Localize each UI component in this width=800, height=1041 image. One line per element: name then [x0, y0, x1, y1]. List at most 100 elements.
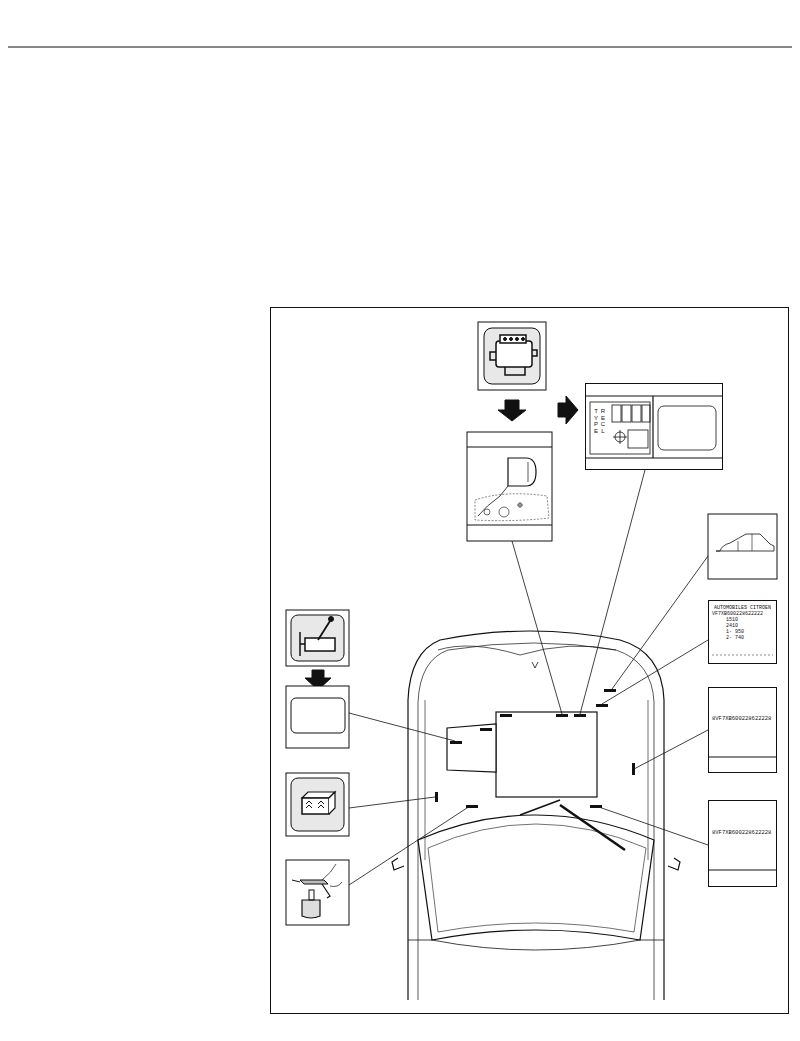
- vin-number: 8VF7XB600228622228: [712, 829, 773, 836]
- drawing-stroke: [305, 638, 335, 651]
- drawing-stroke: [585, 458, 723, 459]
- drawing-stroke: [302, 798, 329, 814]
- drawing-stroke: [612, 405, 621, 422]
- drawing-stroke: [574, 714, 586, 717]
- drawing-stroke: [349, 797, 435, 808]
- plate-line: 1510: [712, 617, 773, 623]
- drawing-stroke: [306, 801, 324, 808]
- drawing-stroke: [322, 884, 330, 898]
- drawing-stroke: [349, 806, 470, 885]
- gearbox-plate: [286, 686, 349, 748]
- drawing-stroke: [475, 494, 549, 521]
- vin-label: 8VF7XB600228622228: [708, 800, 777, 887]
- drawing-stroke: [490, 350, 537, 375]
- drawing-stroke: [528, 462, 529, 482]
- drawing-stroke: [602, 640, 708, 704]
- car-top-view: [392, 631, 680, 1000]
- drawing-stroke: [596, 704, 608, 707]
- drawing-stroke: [558, 396, 578, 424]
- drawing-stroke: [286, 860, 349, 925]
- drawing-stroke: [467, 525, 552, 526]
- plate-line: VF7XB600228622222: [712, 611, 773, 617]
- drawing-stroke: [532, 662, 538, 668]
- drawing-stroke: [450, 741, 462, 744]
- plate-line: 2410: [712, 623, 773, 629]
- drawing-stroke: [329, 617, 334, 622]
- paint-icon: [286, 860, 349, 925]
- drawing-stroke: [520, 502, 521, 508]
- drawing-stroke: [652, 396, 653, 458]
- drawing-stroke: [286, 610, 349, 666]
- drawing-stroke: [596, 806, 708, 845]
- drawing-stroke: [556, 714, 568, 717]
- drawing-stroke: [478, 486, 508, 516]
- drawing-stroke: [712, 655, 773, 656]
- vin-number: 8VF7XB600228622228: [712, 715, 773, 722]
- drawing-stroke: [620, 430, 621, 444]
- drawing-stroke: [309, 890, 314, 900]
- plate-line: AUTOMOBILES CITROEN: [712, 605, 773, 611]
- drawing-stroke: [632, 405, 641, 422]
- packing-icon: [286, 773, 349, 836]
- drawing-stroke: [658, 406, 716, 450]
- drawing-stroke: [628, 430, 648, 448]
- drawing-stroke: [428, 824, 646, 932]
- drawing-stroke: [499, 507, 509, 517]
- drawing-stroke: [291, 615, 344, 661]
- drawing-stroke: [708, 757, 777, 758]
- drawing-stroke: [496, 712, 597, 797]
- drawing-stroke: [496, 341, 532, 367]
- drawing-stroke: [438, 646, 616, 655]
- drawing-stroke: [622, 405, 631, 422]
- drawing-stroke: [512, 541, 562, 714]
- drawing-stroke: [504, 338, 507, 341]
- plate-line: 1- 950: [712, 629, 773, 635]
- engine-icon: [478, 322, 546, 390]
- drawing-stroke: [418, 643, 654, 1000]
- drawing-stroke: [708, 514, 777, 579]
- drawing-stroke: [590, 402, 650, 454]
- drawing-stroke: [318, 621, 330, 640]
- drawing-stroke: [478, 322, 546, 390]
- drawing-stroke: [516, 338, 519, 341]
- drawing-stroke: [508, 458, 536, 486]
- location-marks: [435, 689, 635, 808]
- drawing-stroke: [292, 880, 300, 882]
- drawing-stroke: [418, 815, 654, 940]
- drawing-stroke: [8, 46, 792, 47]
- drawing-stroke: [329, 792, 335, 814]
- gearbox-icon: [286, 610, 349, 666]
- drawing-stroke: [560, 805, 625, 850]
- drawing-stroke: [291, 698, 345, 733]
- drawing-stroke: [447, 724, 496, 772]
- drawing-stroke: [634, 730, 708, 769]
- drawing-stroke: [520, 800, 560, 815]
- drawing-stroke: [498, 400, 526, 421]
- drawing-stroke: [286, 773, 349, 836]
- drawing-stroke: [604, 689, 616, 692]
- drawing-stroke: [642, 405, 650, 422]
- drawing-stroke: [484, 328, 540, 384]
- body-icon: [708, 514, 777, 579]
- plate-caption: TYPE: [593, 408, 599, 434]
- type-plate: TYPERECL: [585, 383, 723, 470]
- drawing-stroke: [484, 509, 490, 515]
- drawing-stroke: [708, 870, 777, 871]
- drawing-stroke: [580, 470, 645, 714]
- drawing-stroke: [716, 534, 774, 551]
- drawing-stroke: [500, 335, 526, 343]
- vin-label: 8VF7XB600228622228: [708, 687, 777, 773]
- drawing-stroke: [8, 47, 792, 1014]
- leader-lines: [349, 470, 708, 885]
- drawing-stroke: [302, 900, 320, 918]
- engine-plate-location: [467, 432, 552, 541]
- drawing-stroke: [271, 308, 789, 1014]
- drawing-stroke: [518, 503, 522, 507]
- drawing-stroke: [585, 396, 723, 397]
- drawing-stroke: [752, 534, 753, 551]
- drawing-stroke: [510, 338, 513, 341]
- drawing-stroke: [300, 632, 305, 656]
- type-plate-detail: [585, 396, 723, 458]
